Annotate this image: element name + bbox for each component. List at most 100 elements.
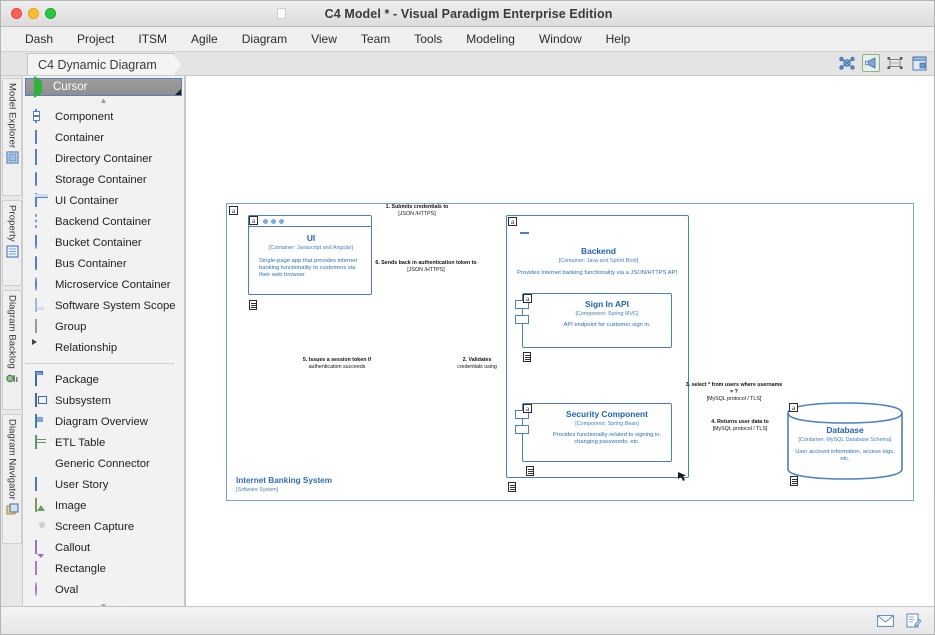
menu-item-diagram[interactable]: Diagram bbox=[241, 32, 288, 46]
minimize-window-button[interactable] bbox=[28, 8, 39, 19]
connection-label-protocol: authentication succeeds bbox=[308, 364, 366, 371]
node-signin-doc-icon[interactable] bbox=[523, 352, 531, 362]
close-window-button[interactable] bbox=[11, 8, 22, 19]
menu-item-tools[interactable]: Tools bbox=[414, 32, 443, 46]
resize-corner[interactable] bbox=[175, 89, 181, 95]
diagram-overview-icon bbox=[35, 414, 48, 428]
node-ui[interactable]: UI [Container: Javascript and Angular] S… bbox=[248, 215, 372, 295]
megaphone-icon[interactable] bbox=[862, 54, 880, 72]
node-description: Provides functionality related to signin… bbox=[552, 431, 662, 445]
software-system-scope-icon bbox=[35, 298, 48, 312]
boundary-marker: a bbox=[229, 206, 238, 215]
connection-label-protocol: credentials using bbox=[457, 364, 497, 371]
palette-item-user-story[interactable]: User Story bbox=[29, 474, 184, 495]
node-title: Database bbox=[826, 425, 864, 435]
menu-item-team[interactable]: Team bbox=[360, 32, 391, 46]
palette-item-label: Screen Capture bbox=[55, 520, 135, 533]
node-security-component[interactable]: Security Component [Component: Spring Be… bbox=[522, 403, 672, 462]
node-backend-minimize-icon bbox=[520, 232, 529, 234]
microservice-container-icon bbox=[35, 277, 48, 291]
node-security-doc-icon[interactable] bbox=[526, 466, 534, 476]
rail-tab-diagram-backlog[interactable]: Diagram Backlog bbox=[2, 290, 22, 410]
menu-item-itsm[interactable]: ITSM bbox=[138, 32, 168, 46]
node-database-doc-icon[interactable] bbox=[790, 476, 798, 486]
palette-item-bus-container[interactable]: Bus Container bbox=[29, 253, 184, 274]
palette-scroll-up[interactable]: ▲ bbox=[99, 96, 108, 105]
palette-item-image[interactable]: Image bbox=[29, 495, 184, 516]
palette-item-backend-container[interactable]: Backend Container bbox=[29, 211, 184, 232]
message-icon[interactable] bbox=[876, 613, 894, 628]
connection-label-protocol: [JSON /HTTPS] bbox=[398, 211, 436, 218]
palette-item-cursor[interactable]: Cursor bbox=[25, 76, 182, 98]
diagram-tab-bar: C4 Dynamic Diagram bbox=[1, 52, 934, 76]
boundary-title: Internet Banking System [Software System… bbox=[236, 476, 436, 493]
menu-item-window[interactable]: Window bbox=[538, 32, 582, 46]
palette-group-common: Package Subsystem Diagram Overview ETL T… bbox=[23, 369, 184, 600]
ui-window-dot bbox=[271, 219, 276, 224]
palette-item-storage-container[interactable]: Storage Container bbox=[29, 169, 184, 190]
node-title: Backend bbox=[581, 246, 616, 256]
menu-item-modeling[interactable]: Modeling bbox=[466, 32, 515, 46]
palette-item-microservice-container[interactable]: Microservice Container bbox=[29, 274, 184, 295]
palette-item-container[interactable]: Container bbox=[29, 127, 184, 148]
palette-item-callout[interactable]: Callout bbox=[29, 537, 184, 558]
palette-item-group[interactable]: Group bbox=[29, 316, 184, 337]
menu-item-project[interactable]: Project bbox=[77, 32, 115, 46]
node-stereotype: [Container: Java and Sprint Boot] bbox=[558, 258, 639, 265]
menu-item-view[interactable]: View bbox=[311, 32, 337, 46]
window-layout-icon[interactable] bbox=[910, 54, 928, 72]
palette-item-relationship[interactable]: Relationship bbox=[29, 337, 184, 358]
note-edit-icon[interactable] bbox=[904, 613, 922, 628]
node-security-labels: Security Component [Component: Spring Be… bbox=[545, 409, 669, 446]
image-icon bbox=[35, 498, 48, 512]
connection-label-protocol: [JSON /HTTPS] bbox=[407, 267, 445, 274]
palette-item-rectangle[interactable]: Rectangle bbox=[29, 558, 184, 579]
menu-item-help[interactable]: Help bbox=[605, 32, 631, 46]
diagram-canvas[interactable]: a Internet Banking System [Software Syst… bbox=[185, 76, 934, 606]
rectangle-icon bbox=[35, 561, 48, 575]
tab-c4-dynamic-diagram[interactable]: C4 Dynamic Diagram bbox=[27, 53, 181, 76]
title-bar: C4 Model * - Visual Paradigm Enterprise … bbox=[1, 1, 934, 27]
node-description: Provides Internet banking functionality … bbox=[517, 269, 678, 276]
palette-item-software-system-scope[interactable]: Software System Scope bbox=[29, 295, 184, 316]
palette-item-oval[interactable]: Oval bbox=[29, 579, 184, 600]
rail-tab-property[interactable]: Property bbox=[2, 200, 22, 286]
spider-diagram-icon[interactable] bbox=[838, 54, 856, 72]
connection-label-protocol: [MySQL protocol / TLS] bbox=[712, 426, 768, 433]
palette-item-bucket-container[interactable]: Bucket Container bbox=[29, 232, 184, 253]
menu-item-dash[interactable]: Dash bbox=[25, 32, 54, 46]
palette-item-etl-table[interactable]: ETL Table bbox=[29, 432, 184, 453]
node-ui-doc-icon[interactable] bbox=[249, 300, 257, 310]
palette-item-diagram-overview[interactable]: Diagram Overview bbox=[29, 411, 184, 432]
bucket-container-icon bbox=[35, 235, 48, 249]
maximize-window-button[interactable] bbox=[45, 8, 56, 19]
palette-item-screen-capture[interactable]: Screen Capture bbox=[29, 516, 184, 537]
connection-label-2: 2. Validates credentials using bbox=[436, 357, 518, 371]
node-signin-api[interactable]: Sign In API [Component: Spring MVC] API … bbox=[522, 293, 672, 348]
component-icon bbox=[35, 109, 48, 123]
palette-item-directory-container[interactable]: Directory Container bbox=[29, 148, 184, 169]
palette-item-generic-connector[interactable]: Generic Connector bbox=[29, 453, 184, 474]
palette-item-subsystem[interactable]: Subsystem bbox=[29, 390, 184, 411]
menu-bar: Dash Project ITSM Agile Diagram View Tea… bbox=[1, 27, 934, 52]
ui-window-dot bbox=[279, 219, 284, 224]
node-backend-resize-handle[interactable] bbox=[678, 468, 687, 481]
rail-tab-diagram-navigator[interactable]: Diagram Navigator bbox=[2, 414, 22, 544]
ui-container-icon bbox=[35, 193, 48, 207]
connection-label-1: 1. Submits credentials to [JSON /HTTPS] bbox=[362, 204, 472, 218]
connection-label-text: 6. Sends back in authentication token to bbox=[375, 260, 477, 266]
node-backend-doc-icon[interactable] bbox=[508, 482, 516, 492]
security-component-tab bbox=[515, 425, 529, 434]
palette-item-component[interactable]: Component bbox=[29, 106, 184, 127]
palette-item-label: Image bbox=[55, 499, 87, 512]
rail-tab-label: Model Explorer bbox=[6, 83, 18, 149]
palette-item-ui-container[interactable]: UI Container bbox=[29, 190, 184, 211]
palette-item-package[interactable]: Package bbox=[29, 369, 184, 390]
menu-item-agile[interactable]: Agile bbox=[191, 32, 218, 46]
node-description: Single-page app that provides internet b… bbox=[259, 257, 357, 278]
node-backend-labels: Backend [Container: Java and Sprint Boot… bbox=[511, 246, 686, 277]
palette-scroll-down[interactable]: ▼ bbox=[23, 602, 184, 606]
resize-handles-icon[interactable] bbox=[886, 54, 904, 72]
node-database[interactable]: Database [Container: MySQL Database Sche… bbox=[786, 401, 904, 481]
rail-tab-model-explorer[interactable]: Model Explorer bbox=[2, 78, 22, 196]
